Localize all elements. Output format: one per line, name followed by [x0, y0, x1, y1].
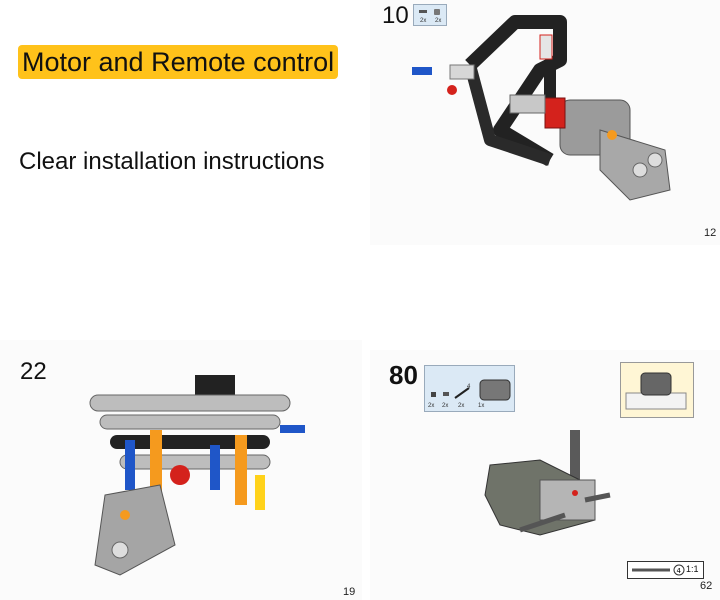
- part-quantity: 2x: [442, 403, 449, 409]
- subtitle-text: Clear installation instructions: [19, 148, 325, 175]
- connector-pin-icon: [419, 9, 440, 15]
- part-length: 4: [467, 384, 471, 390]
- scale-number: 4: [677, 567, 682, 575]
- step-number: 80: [389, 360, 418, 390]
- scale-label: 1:1: [686, 564, 699, 574]
- parts-icons: [431, 379, 511, 401]
- parts-callout: 2x 2x: [413, 4, 447, 26]
- step-number: 10: [382, 2, 409, 29]
- page-number: 62: [700, 580, 713, 592]
- preview-illustration: [625, 372, 687, 410]
- step-number: 22: [20, 358, 47, 385]
- motor-assembly-illustration: [412, 15, 671, 201]
- page-number: 12: [704, 227, 717, 239]
- part-quantity: 1x: [478, 403, 485, 409]
- part-quantity: 2x: [420, 18, 427, 24]
- headline-banner: Motor and Remote control: [18, 45, 339, 79]
- motor-step-illustration: [484, 430, 611, 536]
- part-quantity: 2x: [428, 403, 435, 409]
- page-number: 19: [343, 586, 356, 598]
- preview-inset: [620, 362, 694, 418]
- parts-callout: 2x 2x 2x 1x 4: [424, 365, 515, 412]
- part-quantity: 2x: [458, 403, 465, 409]
- chassis-assembly-illustration: [89, 375, 305, 576]
- part-quantity: 2x: [435, 18, 442, 24]
- scale-reference: 4 1:1: [627, 561, 704, 579]
- axle-scale-icon: 4: [632, 564, 685, 576]
